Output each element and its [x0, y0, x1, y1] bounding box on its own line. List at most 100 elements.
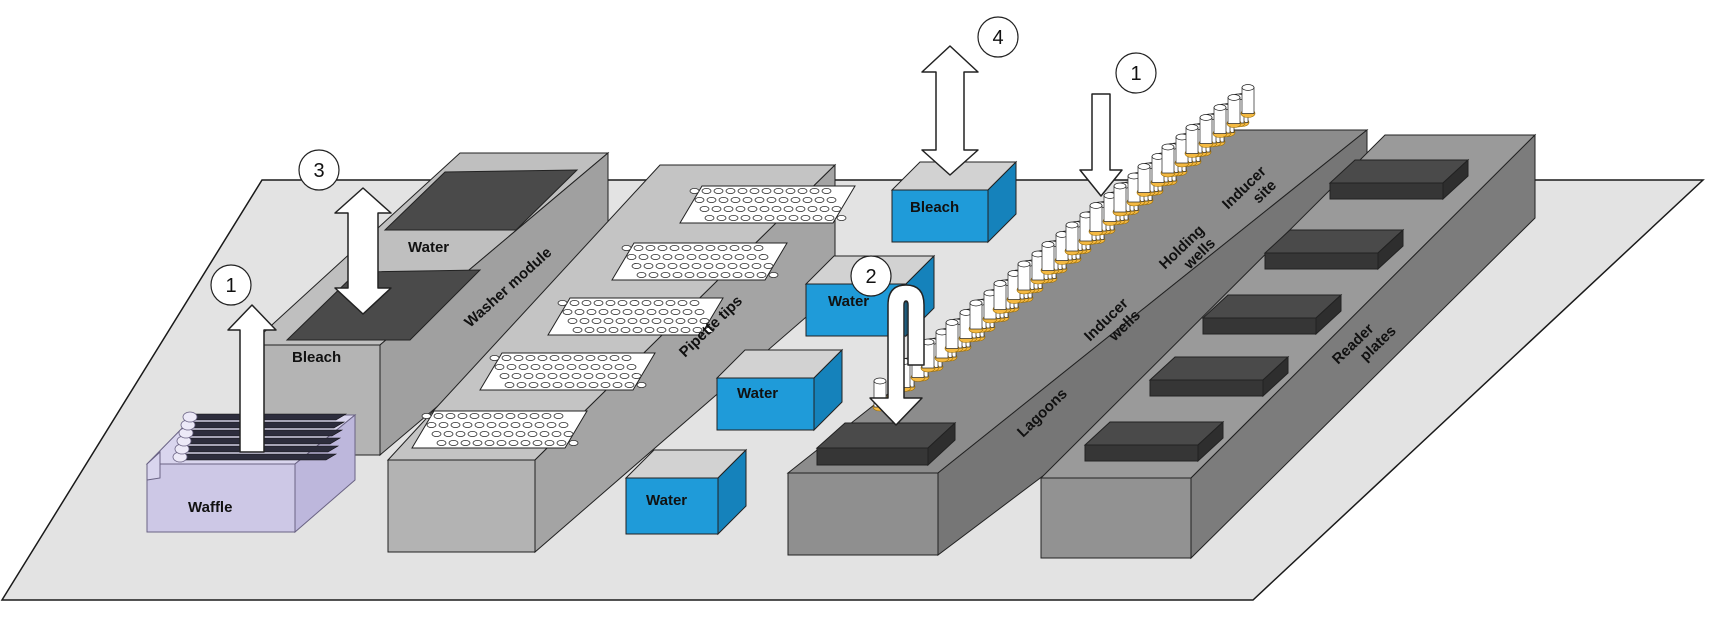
pipette-tip [590, 363, 601, 370]
pipette-tip [608, 326, 619, 333]
pipette-tip [584, 326, 595, 333]
pipette-tip [669, 244, 680, 251]
pipette-tip [546, 421, 557, 428]
pipette-tip [670, 308, 681, 315]
pipette-tip [698, 253, 709, 260]
pipette-tip [653, 299, 664, 306]
pipette-tip [511, 372, 522, 379]
pipette-tip [474, 421, 485, 428]
pipette-tip [583, 372, 594, 379]
pipette-tip [694, 196, 705, 203]
tube-body [1199, 117, 1213, 144]
pipette-tip [737, 187, 748, 194]
pipette-tip [764, 214, 775, 221]
tube [1126, 172, 1142, 207]
pipette-tip [665, 299, 676, 306]
tube [1240, 84, 1256, 118]
pipette-tip [561, 354, 572, 361]
pipette-tip [578, 363, 589, 370]
pipette-tip [462, 421, 473, 428]
pipette-tip [776, 214, 787, 221]
tip-rack [679, 185, 856, 224]
tube-array [872, 84, 1256, 412]
pipette-tip [693, 244, 704, 251]
pipette-tip [766, 196, 777, 203]
pipette-tip [494, 363, 505, 370]
pipette-tip [679, 262, 690, 269]
pipette-tip [529, 412, 540, 419]
pipette-tip [622, 308, 633, 315]
pipette-tip [751, 262, 762, 269]
water-reservoir-label: Water [646, 492, 687, 509]
pipette-tip [562, 308, 573, 315]
plate-front [1149, 379, 1264, 397]
svg-text:2: 2 [865, 266, 876, 288]
pipette-tip [624, 381, 635, 388]
pipette-tip [544, 439, 555, 446]
tube-cap [1199, 114, 1213, 121]
pipette-tip [758, 253, 769, 260]
pipette-tip [626, 253, 637, 260]
pipette-tip [438, 421, 449, 428]
pipette-tip [559, 372, 570, 379]
pipette-tip [744, 271, 755, 278]
tip-rack-tray [479, 352, 656, 391]
pipette-tip [651, 317, 662, 324]
pipette-tip [680, 326, 691, 333]
tube [944, 319, 960, 353]
lagoon-module: Lagoons Inducer wells Holding wells Indu… [786, 84, 1369, 557]
tube [1150, 153, 1166, 187]
tube-cap [1185, 124, 1199, 131]
pipette-tip [610, 308, 621, 315]
washer-water-bath [383, 169, 579, 231]
reservoir-front [716, 377, 815, 431]
tip-rack-tray [411, 410, 588, 449]
pipette-tip [433, 412, 444, 419]
pipette-tip [554, 363, 565, 370]
tube-cap [873, 377, 887, 385]
pipette-tip [699, 205, 710, 212]
pipette-tip [768, 271, 779, 278]
pipette-tip [597, 354, 608, 361]
tube [1198, 114, 1214, 148]
pipette-tip [701, 187, 712, 194]
pipette-tip [809, 187, 820, 194]
pipette-tip [632, 326, 643, 333]
pipette-tip [467, 430, 478, 437]
reader-plate [1201, 293, 1343, 336]
tube-cap [1241, 84, 1255, 91]
pipette-tip [460, 439, 471, 446]
pipette-tip [646, 308, 657, 315]
svg-text:1: 1 [1130, 63, 1141, 85]
pipette-tip [498, 421, 509, 428]
pipette-tip [426, 421, 437, 428]
pipette-tip [501, 354, 512, 361]
pipette-tip [691, 262, 702, 269]
pipette-tip [752, 214, 763, 221]
down-arrow [1079, 93, 1123, 197]
pipette-tip [621, 354, 632, 361]
tube [1006, 270, 1022, 304]
pipette-tip [689, 187, 700, 194]
pipette-tip [716, 214, 727, 221]
pipette-tip [699, 317, 710, 324]
pipette-tip [713, 187, 724, 194]
tip-rack-tray [547, 297, 724, 336]
transfer-arrows [227, 45, 1123, 453]
pipette-tip [761, 187, 772, 194]
pipette-tip [493, 412, 504, 419]
waffle-bar [184, 413, 348, 421]
pipette-tip [553, 412, 564, 419]
pipette-tip [596, 326, 607, 333]
pipette-tip [785, 187, 796, 194]
pipette-tip [710, 253, 721, 260]
tube [1212, 104, 1228, 138]
pipette-tip [627, 317, 638, 324]
pipette-tip [450, 421, 461, 428]
tube-body [1241, 87, 1255, 114]
pipette-tip [629, 299, 640, 306]
pipette-tip [569, 299, 580, 306]
pipette-tip [746, 253, 757, 260]
reservoir [715, 348, 844, 432]
pipette-tip [639, 317, 650, 324]
